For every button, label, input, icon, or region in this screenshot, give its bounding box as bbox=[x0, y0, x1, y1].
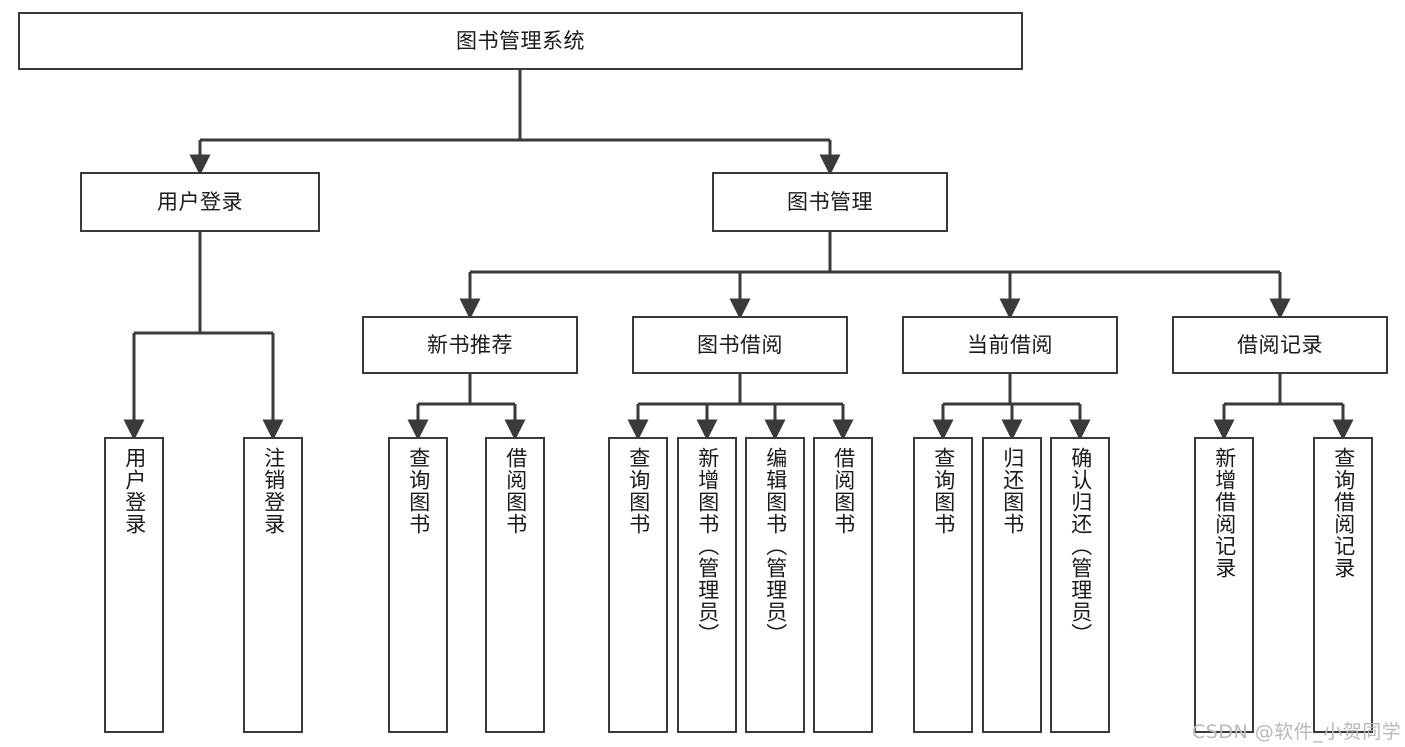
leaf-query-book-current[interactable]: 查询图书 bbox=[913, 437, 973, 733]
node-book-manage[interactable]: 图书管理 bbox=[712, 172, 948, 232]
leaf-query-book[interactable]: 查询图书 bbox=[608, 437, 668, 733]
node-book-borrow[interactable]: 图书借阅 bbox=[632, 316, 848, 374]
leaf-query-book-current-label: 查询图书 bbox=[931, 447, 956, 535]
leaf-logout-label: 注销登录 bbox=[261, 447, 286, 535]
leaf-query-book-label: 查询图书 bbox=[626, 447, 651, 535]
node-new-book-recommend-label: 新书推荐 bbox=[427, 332, 513, 357]
leaf-borrow-book-new[interactable]: 借阅图书 bbox=[485, 437, 545, 733]
leaf-user-login-label: 用户登录 bbox=[122, 447, 147, 535]
node-book-manage-label: 图书管理 bbox=[787, 189, 873, 214]
leaf-query-borrow-record[interactable]: 查询借阅记录 bbox=[1313, 437, 1373, 733]
node-borrow-record-label: 借阅记录 bbox=[1237, 332, 1323, 357]
leaf-add-book-admin-label: 新增图书（管理员） bbox=[695, 447, 720, 645]
leaf-logout[interactable]: 注销登录 bbox=[243, 437, 303, 733]
leaf-return-book[interactable]: 归还图书 bbox=[982, 437, 1042, 733]
node-user-login-label: 用户登录 bbox=[157, 189, 243, 214]
leaf-add-book-admin[interactable]: 新增图书（管理员） bbox=[677, 437, 737, 733]
leaf-user-login[interactable]: 用户登录 bbox=[104, 437, 164, 733]
node-root[interactable]: 图书管理系统 bbox=[18, 12, 1023, 70]
leaf-borrow-book-new-label: 借阅图书 bbox=[503, 447, 528, 535]
leaf-query-book-new-label: 查询图书 bbox=[406, 447, 431, 535]
leaf-borrow-book-label: 借阅图书 bbox=[831, 447, 856, 535]
node-user-login[interactable]: 用户登录 bbox=[80, 172, 320, 232]
leaf-borrow-book[interactable]: 借阅图书 bbox=[813, 437, 873, 733]
leaf-confirm-return-admin-label: 确认归还（管理员） bbox=[1068, 447, 1093, 645]
leaf-return-book-label: 归还图书 bbox=[1000, 447, 1025, 535]
leaf-edit-book-admin-label: 编辑图书（管理员） bbox=[763, 447, 788, 645]
leaf-add-borrow-record-label: 新增借阅记录 bbox=[1212, 447, 1237, 579]
node-current-borrow[interactable]: 当前借阅 bbox=[902, 316, 1118, 374]
node-book-borrow-label: 图书借阅 bbox=[697, 332, 783, 357]
leaf-query-borrow-record-label: 查询借阅记录 bbox=[1331, 447, 1356, 579]
node-borrow-record[interactable]: 借阅记录 bbox=[1172, 316, 1388, 374]
node-root-label: 图书管理系统 bbox=[456, 28, 585, 53]
leaf-edit-book-admin[interactable]: 编辑图书（管理员） bbox=[745, 437, 805, 733]
leaf-confirm-return-admin[interactable]: 确认归还（管理员） bbox=[1050, 437, 1110, 733]
watermark: CSDN @软件_小贺同学 bbox=[1192, 721, 1402, 743]
leaf-query-book-new[interactable]: 查询图书 bbox=[388, 437, 448, 733]
leaf-add-borrow-record[interactable]: 新增借阅记录 bbox=[1194, 437, 1254, 733]
node-new-book-recommend[interactable]: 新书推荐 bbox=[362, 316, 578, 374]
node-current-borrow-label: 当前借阅 bbox=[967, 332, 1053, 357]
